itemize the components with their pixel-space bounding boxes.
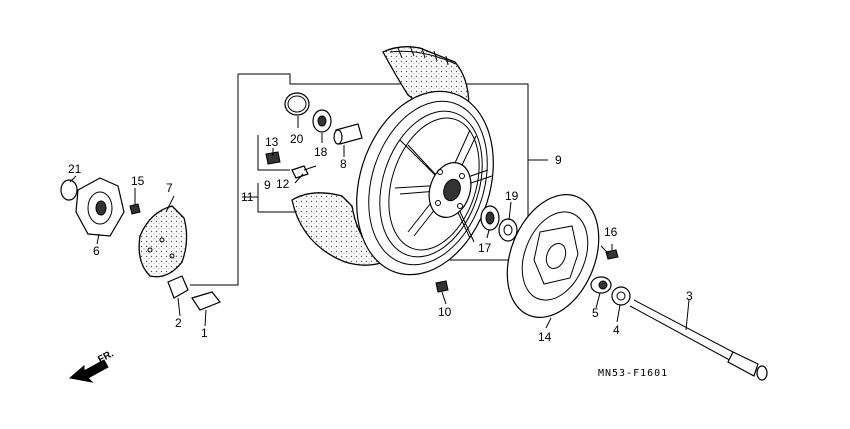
label-part-10: 10	[438, 305, 452, 319]
front-arrow: FR.	[68, 348, 116, 383]
valve	[265, 151, 317, 179]
driven-flange	[60, 177, 125, 237]
bearing-seal-spacer	[284, 92, 363, 145]
brake-disc	[506, 194, 600, 318]
arrow-icon	[68, 359, 109, 383]
label-part-15: 15	[131, 174, 145, 188]
label-part-2: 2	[175, 316, 182, 330]
wheel-rim	[356, 90, 494, 276]
diagram-code: MN53-F1601	[598, 368, 668, 379]
label-part-14: 14	[538, 330, 552, 344]
part-labels: 1 2 3 4 5 6 7 8 9 9 10 11 12 13 14 15 16…	[68, 132, 693, 344]
label-part-5: 5	[592, 306, 599, 320]
label-part-11: 11	[241, 190, 254, 204]
label-part-13: 13	[265, 135, 279, 149]
bolt-16	[600, 245, 619, 260]
label-part-9-inner: 9	[264, 178, 271, 192]
label-part-4: 4	[613, 323, 620, 337]
bearings	[480, 205, 518, 242]
lock-plate	[129, 188, 188, 278]
label-part-3: 3	[686, 289, 693, 303]
label-part-21: 21	[68, 162, 82, 176]
label-part-8: 8	[340, 157, 347, 171]
label-part-17: 17	[478, 241, 492, 255]
direction-label: FR.	[96, 348, 116, 365]
label-part-19: 19	[505, 189, 519, 203]
label-part-1: 1	[201, 326, 208, 340]
axle	[629, 299, 768, 381]
damper-and-collar	[167, 275, 221, 311]
label-part-16: 16	[604, 225, 618, 239]
leader-lines	[69, 116, 690, 331]
label-part-20: 20	[290, 132, 304, 146]
label-part-12: 12	[276, 177, 290, 191]
label-part-7: 7	[166, 181, 173, 195]
label-part-6: 6	[93, 244, 100, 258]
label-part-18: 18	[314, 145, 328, 159]
label-part-9: 9	[555, 153, 562, 167]
clip	[435, 280, 449, 293]
collar-and-seal	[590, 276, 631, 306]
